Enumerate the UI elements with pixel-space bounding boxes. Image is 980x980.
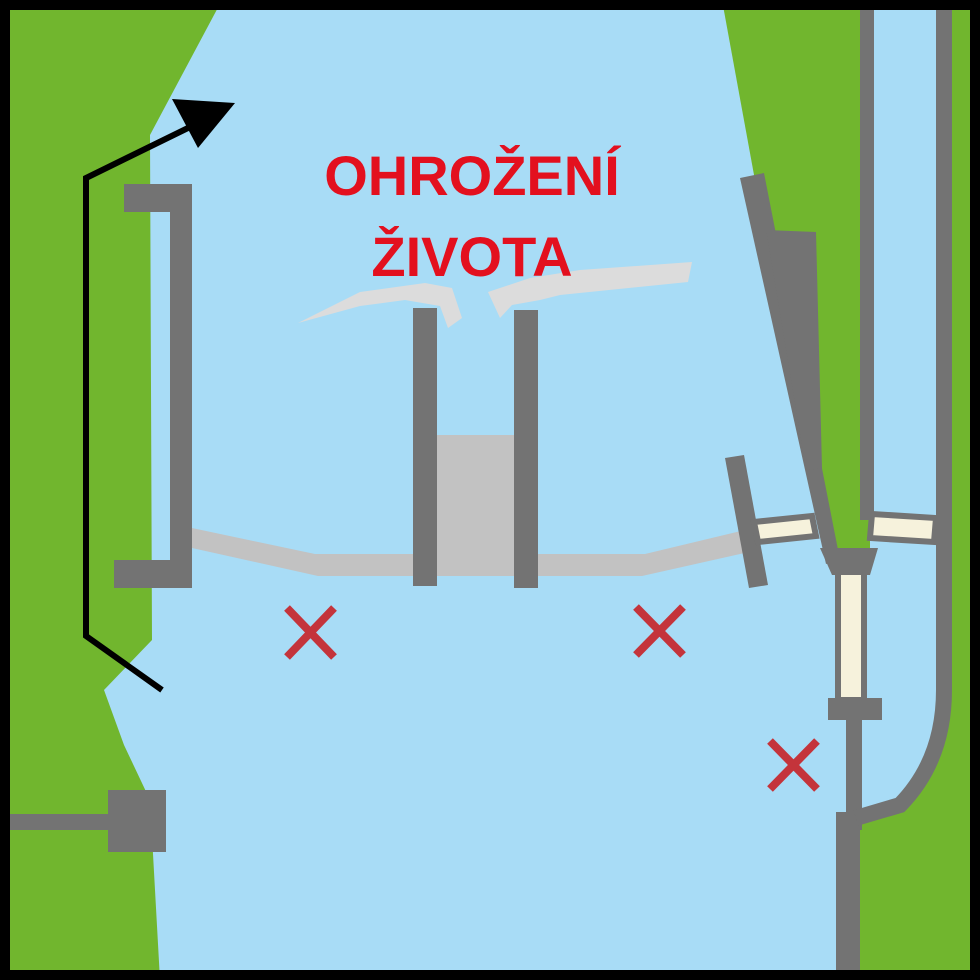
angled-pier (725, 455, 768, 588)
arrow-head (172, 99, 235, 148)
route-line (83, 123, 194, 693)
lock-gate (828, 698, 882, 720)
cross-icon (767, 738, 820, 792)
left-pier (114, 184, 192, 588)
lock-wall-vertical (860, 10, 874, 520)
weir-pillar-right (514, 310, 538, 588)
weir-pillar-left (413, 308, 437, 586)
weir-gate (437, 435, 515, 575)
outlet-block (108, 790, 166, 852)
foam-left (298, 283, 462, 328)
warning-line-2: ŽIVOTA (371, 225, 572, 288)
warning-line-1: OHROŽENÍ (324, 144, 621, 207)
cross-icon (284, 605, 337, 660)
guide-wall-block (766, 230, 822, 470)
outer-canal-wall (853, 10, 952, 826)
outlet-pipe (10, 814, 112, 830)
left-bank (0, 0, 222, 980)
weir-crest (192, 528, 749, 576)
cross-icon (633, 604, 686, 658)
arrow-icon (83, 99, 235, 693)
walkway-left (750, 512, 820, 546)
foam-right (488, 262, 692, 318)
walkway-lock (835, 569, 867, 703)
lock-wall-junction (820, 548, 878, 575)
lock-lower-wall (836, 812, 860, 980)
walkway-right (866, 510, 940, 546)
lock-stem (846, 720, 862, 830)
